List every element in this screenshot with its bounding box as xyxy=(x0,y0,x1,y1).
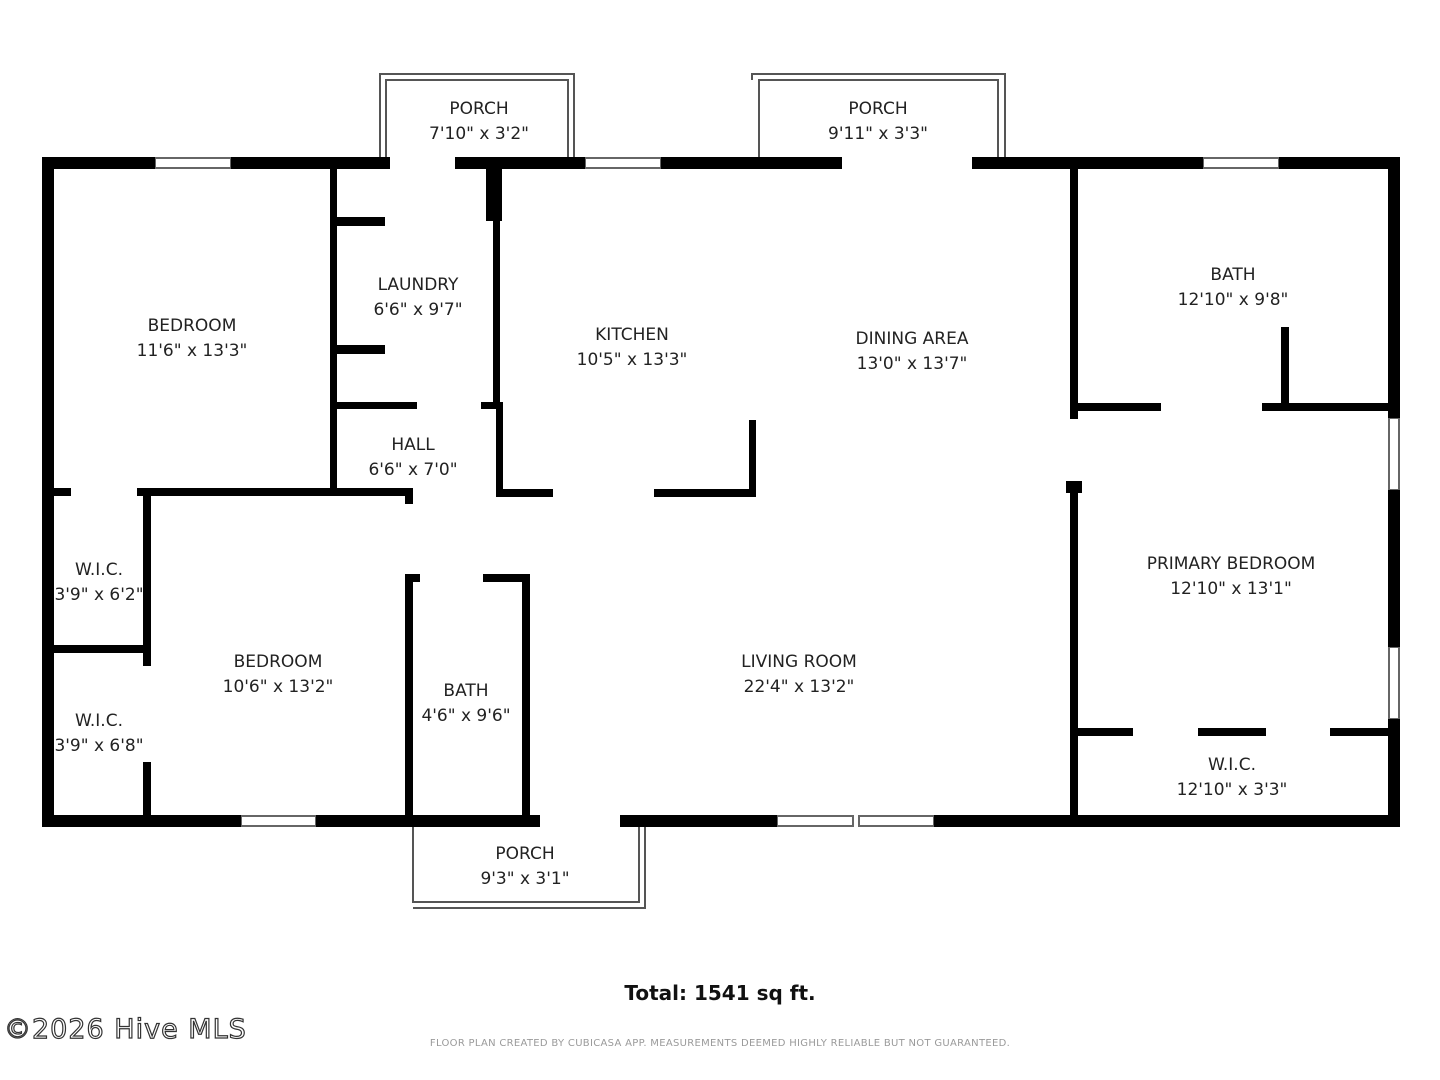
room-name: HALL xyxy=(391,435,435,455)
room-labels: PORCH 7'10" x 3'2" PORCH 9'11" x 3'3" BE… xyxy=(54,99,1315,889)
porches xyxy=(379,73,1006,909)
room-name: BEDROOM xyxy=(234,652,323,672)
room-dims: 12'10" x 13'1" xyxy=(1170,579,1292,599)
room-name: KITCHEN xyxy=(595,325,669,345)
room-name: PRIMARY BEDROOM xyxy=(1147,554,1316,574)
room-dims: 3'9" x 6'2" xyxy=(54,585,143,605)
room-name: BATH xyxy=(443,681,488,701)
room-dims: 7'10" x 3'2" xyxy=(429,124,529,144)
room-dims: 13'0" x 13'7" xyxy=(857,354,968,374)
room-dims: 22'4" x 13'2" xyxy=(744,677,855,697)
room-name: PORCH xyxy=(449,99,508,119)
watermark-text: ©2026 Hive MLS xyxy=(3,1013,247,1045)
room-name: PORCH xyxy=(848,99,907,119)
room-name: LIVING ROOM xyxy=(741,652,857,672)
room-dims: 11'6" x 13'3" xyxy=(137,341,248,361)
room-name: BEDROOM xyxy=(148,316,237,336)
room-name: PORCH xyxy=(495,844,554,864)
disclaimer-text: FLOOR PLAN CREATED BY CUBICASA APP. MEAS… xyxy=(429,1038,1011,1049)
room-dims: 12'10" x 9'8" xyxy=(1178,290,1289,310)
room-name: LAUNDRY xyxy=(378,275,459,295)
room-name: W.I.C. xyxy=(1208,755,1256,775)
room-name: W.I.C. xyxy=(75,711,123,731)
room-dims: 4'6" x 9'6" xyxy=(421,706,510,726)
room-dims: 12'10" x 3'3" xyxy=(1177,780,1288,800)
room-name: DINING AREA xyxy=(856,329,969,349)
room-dims: 3'9" x 6'8" xyxy=(54,736,143,756)
room-name: BATH xyxy=(1210,265,1255,285)
total-area: Total: 1541 sq ft. xyxy=(624,981,816,1005)
walls xyxy=(42,157,1400,827)
room-dims: 6'6" x 7'0" xyxy=(368,460,457,480)
room-name: W.I.C. xyxy=(75,560,123,580)
room-dims: 9'3" x 3'1" xyxy=(480,869,569,889)
room-dims: 6'6" x 9'7" xyxy=(373,300,462,320)
room-dims: 10'5" x 13'3" xyxy=(577,350,688,370)
room-dims: 10'6" x 13'2" xyxy=(223,677,334,697)
room-dims: 9'11" x 3'3" xyxy=(828,124,928,144)
